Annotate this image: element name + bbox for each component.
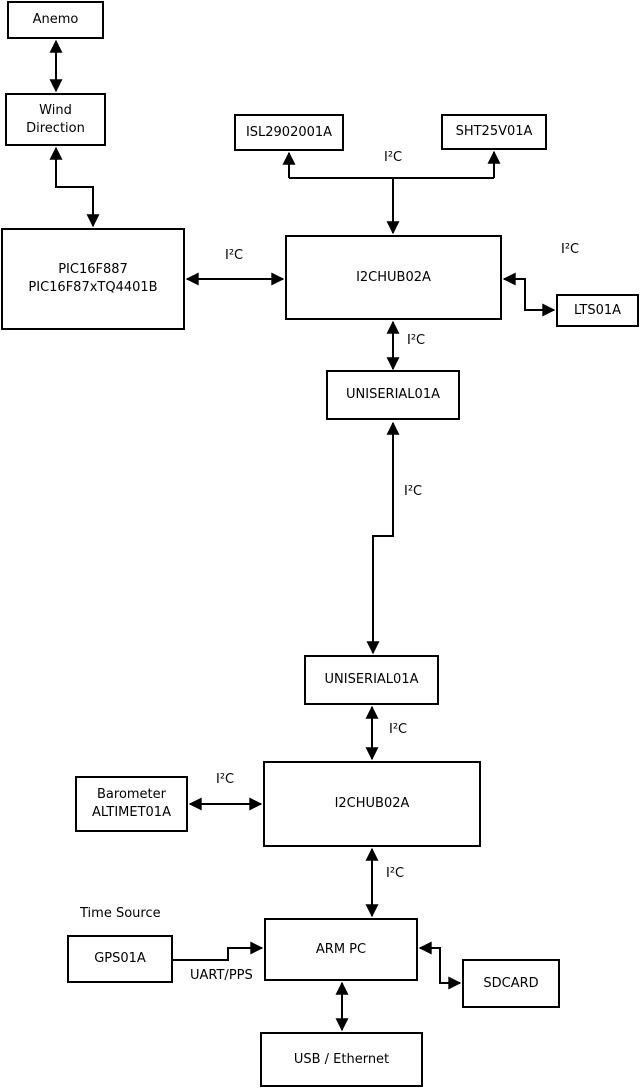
edge-label-i2c-sensor-bus: I²C <box>384 150 403 165</box>
node-arm-pc-label: ARM PC <box>315 941 367 957</box>
node-usb-ethernet: USB / Ethernet <box>260 1032 423 1087</box>
edge-uniserial-link <box>366 421 400 655</box>
edge-hubtop-lts <box>502 272 556 317</box>
node-anemo: Anemo <box>7 1 104 39</box>
node-sdcard-label: SDCARD <box>483 975 539 991</box>
edge-wind-pic <box>49 146 100 228</box>
node-i2chub02a-bottom-label: I2CHUB02A <box>334 796 410 812</box>
node-sdcard: SDCARD <box>462 959 560 1008</box>
edge-label-i2c-uniserial-link: I²C <box>404 484 423 499</box>
edge-gps-armpc <box>173 941 264 961</box>
node-pic-label: PIC16F887 PIC16F87xTQ4401B <box>28 262 158 295</box>
node-i2chub02a-bottom: I2CHUB02A <box>263 761 481 847</box>
edge-armpc-sdcard <box>418 941 462 990</box>
node-lts01a-label: LTS01A <box>573 302 622 318</box>
edge-label-i2c-hub-armpc: I²C <box>386 866 405 881</box>
node-gps01a: GPS01A <box>67 935 173 983</box>
node-sht25v01a-label: SHT25V01A <box>455 124 533 140</box>
node-wind-direction-label: Wind Direction <box>26 102 85 136</box>
edge-label-uart-pps: UART/PPS <box>190 968 253 983</box>
node-usb-ethernet-label: USB / Ethernet <box>293 1051 390 1067</box>
node-sht25v01a: SHT25V01A <box>441 114 547 150</box>
node-lts01a: LTS01A <box>556 294 639 327</box>
node-wind-direction: Wind Direction <box>5 93 106 146</box>
node-uniserial01a-top: UNISERIAL01A <box>326 370 460 420</box>
node-gps01a-label: GPS01A <box>94 951 146 967</box>
node-pic: PIC16F887 PIC16F87xTQ4401B <box>1 228 185 330</box>
edge-label-i2c-uniserial-hub-bottom: I²C <box>389 722 408 737</box>
node-isl2902001a: ISL2902001A <box>234 114 344 151</box>
edge-label-time-source: Time Source <box>80 906 161 921</box>
node-i2chub02a-top: I2CHUB02A <box>285 235 502 320</box>
edge-label-i2c-hub-uniserial-top: I²C <box>407 333 426 348</box>
edge-label-i2c-hub-lts: I²C <box>561 242 580 257</box>
node-uniserial01a-bottom: UNISERIAL01A <box>304 655 439 705</box>
node-i2chub02a-top-label: I2CHUB02A <box>356 269 431 285</box>
edge-label-i2c-barometer-hub: I²C <box>216 772 235 787</box>
node-arm-pc: ARM PC <box>264 918 418 981</box>
node-uniserial01a-top-label: UNISERIAL01A <box>346 387 440 403</box>
node-uniserial01a-bottom-label: UNISERIAL01A <box>324 672 419 688</box>
node-barometer: Barometer ALTIMET01A <box>75 776 188 832</box>
edge-label-i2c-pic-hub: I²C <box>225 248 244 263</box>
node-isl2902001a-label: ISL2902001A <box>245 124 333 140</box>
node-anemo-label: Anemo <box>32 12 79 28</box>
node-barometer-label: Barometer ALTIMET01A <box>92 787 171 820</box>
